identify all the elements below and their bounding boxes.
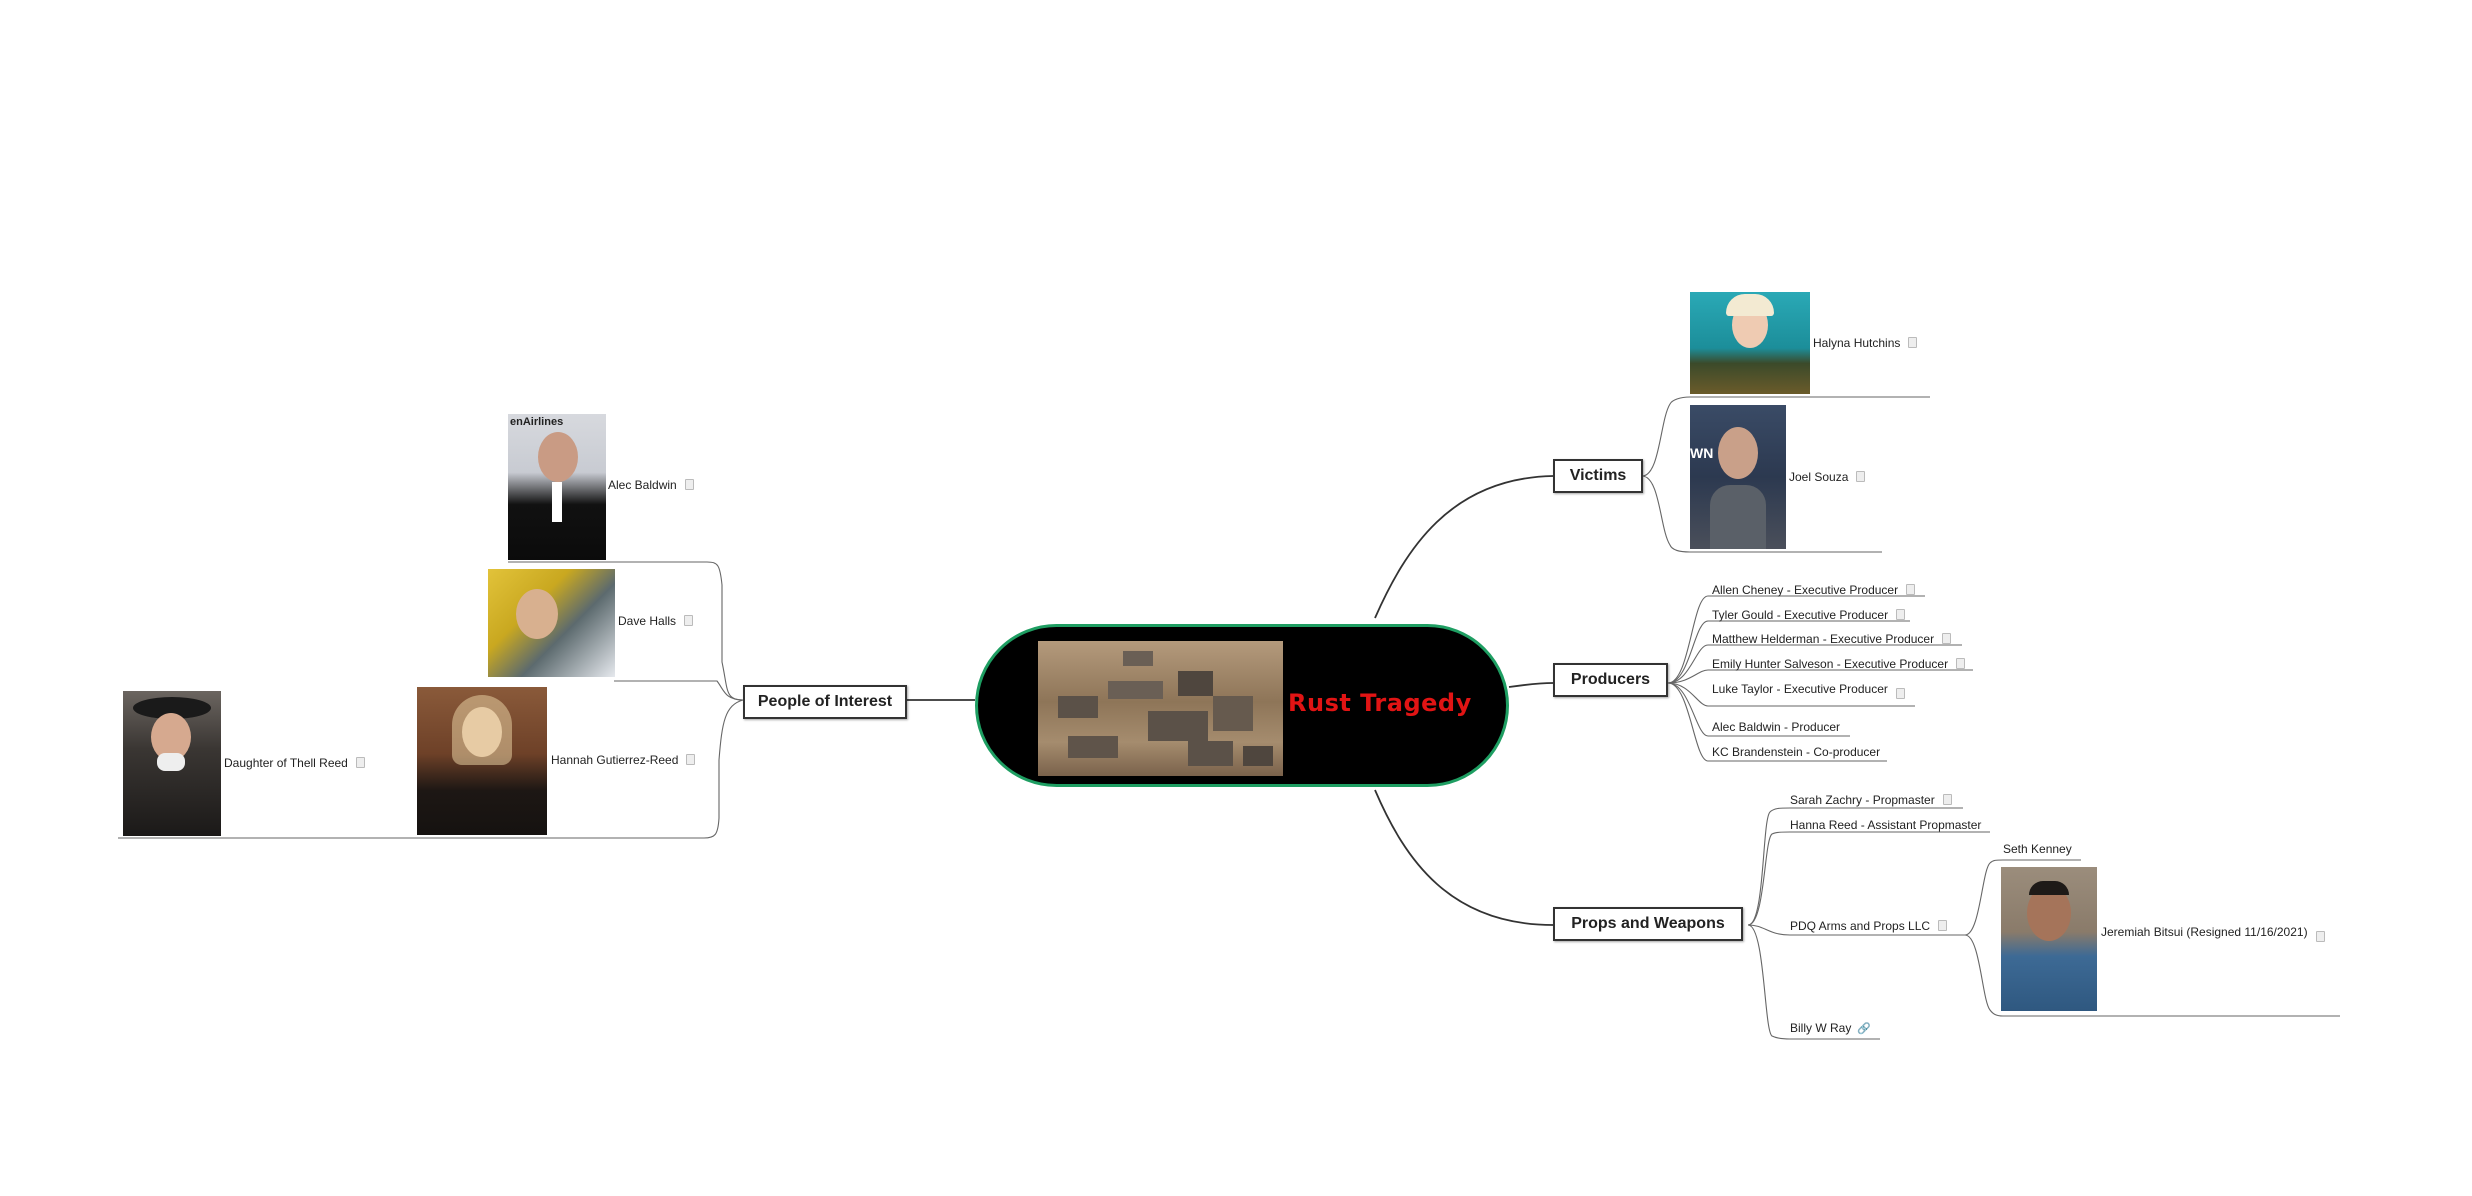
- note-icon[interactable]: [686, 754, 696, 765]
- branch-victims[interactable]: Victims: [1553, 459, 1643, 493]
- leaf-halyna-hutchins[interactable]: Halyna Hutchins: [1813, 336, 1918, 350]
- leaf-producer[interactable]: Alec Baldwin - Producer: [1712, 720, 1841, 734]
- note-icon[interactable]: [1942, 633, 1952, 644]
- branch-props-and-weapons[interactable]: Props and Weapons: [1553, 907, 1743, 941]
- thell-reed-photo: [123, 691, 221, 836]
- leaf-billy-w-ray[interactable]: Billy W Ray🔗: [1790, 1021, 1872, 1035]
- dave-halls-photo: [488, 569, 615, 677]
- note-icon[interactable]: [1895, 688, 1905, 699]
- leaf-pdq-arms-and-props[interactable]: PDQ Arms and Props LLC: [1790, 919, 1948, 933]
- note-icon[interactable]: [1896, 609, 1906, 620]
- halyna-hutchins-photo: [1690, 292, 1810, 394]
- leaf-daughter-of-thell-reed[interactable]: Daughter of Thell Reed: [224, 756, 365, 770]
- leaf-hannah-gutierrez-reed[interactable]: Hannah Gutierrez-Reed: [551, 753, 696, 767]
- note-icon[interactable]: [684, 479, 694, 490]
- central-topic[interactable]: Rust Tragedy: [975, 624, 1509, 787]
- branch-label: Producers: [1570, 671, 1651, 688]
- note-icon[interactable]: [1942, 794, 1952, 805]
- photo-sign-text: WN: [1690, 445, 1714, 461]
- note-icon[interactable]: [1908, 337, 1918, 348]
- leaf-producer[interactable]: Emily Hunter Salveson - Executive Produc…: [1712, 657, 1966, 671]
- branch-label: Victims: [1569, 467, 1627, 484]
- leaf-producer[interactable]: Tyler Gould - Executive Producer: [1712, 608, 1906, 622]
- note-icon[interactable]: [1906, 584, 1916, 595]
- alec-baldwin-photo: enAirlines: [508, 414, 606, 560]
- edge-central-producers: [1508, 682, 1554, 688]
- link-icon[interactable]: 🔗: [1857, 1023, 1872, 1035]
- aerial-set-photo: [1038, 641, 1283, 776]
- leaf-producer[interactable]: Allen Cheney - Executive Producer: [1712, 583, 1916, 597]
- note-icon[interactable]: [1956, 658, 1966, 669]
- note-icon[interactable]: [1938, 920, 1948, 931]
- branch-producers[interactable]: Producers: [1553, 663, 1668, 697]
- branch-label: Props and Weapons: [1571, 915, 1725, 932]
- photo-sign-text: enAirlines: [510, 416, 564, 428]
- leaf-sarah-zachry[interactable]: Sarah Zachry - Propmaster: [1790, 793, 1952, 807]
- jeremiah-bitsui-photo: [2001, 867, 2097, 1011]
- leaf-seth-kenney[interactable]: Seth Kenney: [2003, 842, 2072, 856]
- leaf-alec-baldwin[interactable]: Alec Baldwin: [608, 478, 694, 492]
- branch-people-of-interest[interactable]: People of Interest: [743, 685, 907, 719]
- note-icon[interactable]: [2315, 931, 2325, 942]
- note-icon[interactable]: [355, 757, 365, 768]
- hannah-gutierrez-reed-photo: [417, 687, 547, 835]
- central-title: Rust Tragedy: [1288, 689, 1472, 717]
- leaf-joel-souza[interactable]: Joel Souza: [1789, 470, 1866, 484]
- leaf-dave-halls[interactable]: Dave Halls: [618, 614, 694, 628]
- branch-label: People of Interest: [757, 693, 893, 710]
- note-icon[interactable]: [1856, 471, 1866, 482]
- note-icon[interactable]: [684, 615, 694, 626]
- leaf-hanna-reed[interactable]: Hanna Reed - Assistant Propmaster: [1790, 818, 1982, 832]
- leaf-producer[interactable]: KC Brandenstein - Co-producer: [1712, 745, 1881, 759]
- edge-central-victims: [1374, 475, 1554, 619]
- leaf-producer[interactable]: Matthew Helderman - Executive Producer: [1712, 632, 1952, 646]
- edge-central-props: [1374, 789, 1554, 926]
- leaf-producer[interactable]: Luke Taylor - Executive Producer: [1712, 682, 1905, 699]
- leaf-jeremiah-bitsui[interactable]: Jeremiah Bitsui (Resigned 11/16/2021): [2101, 925, 2325, 942]
- joel-souza-photo: WN: [1690, 405, 1786, 549]
